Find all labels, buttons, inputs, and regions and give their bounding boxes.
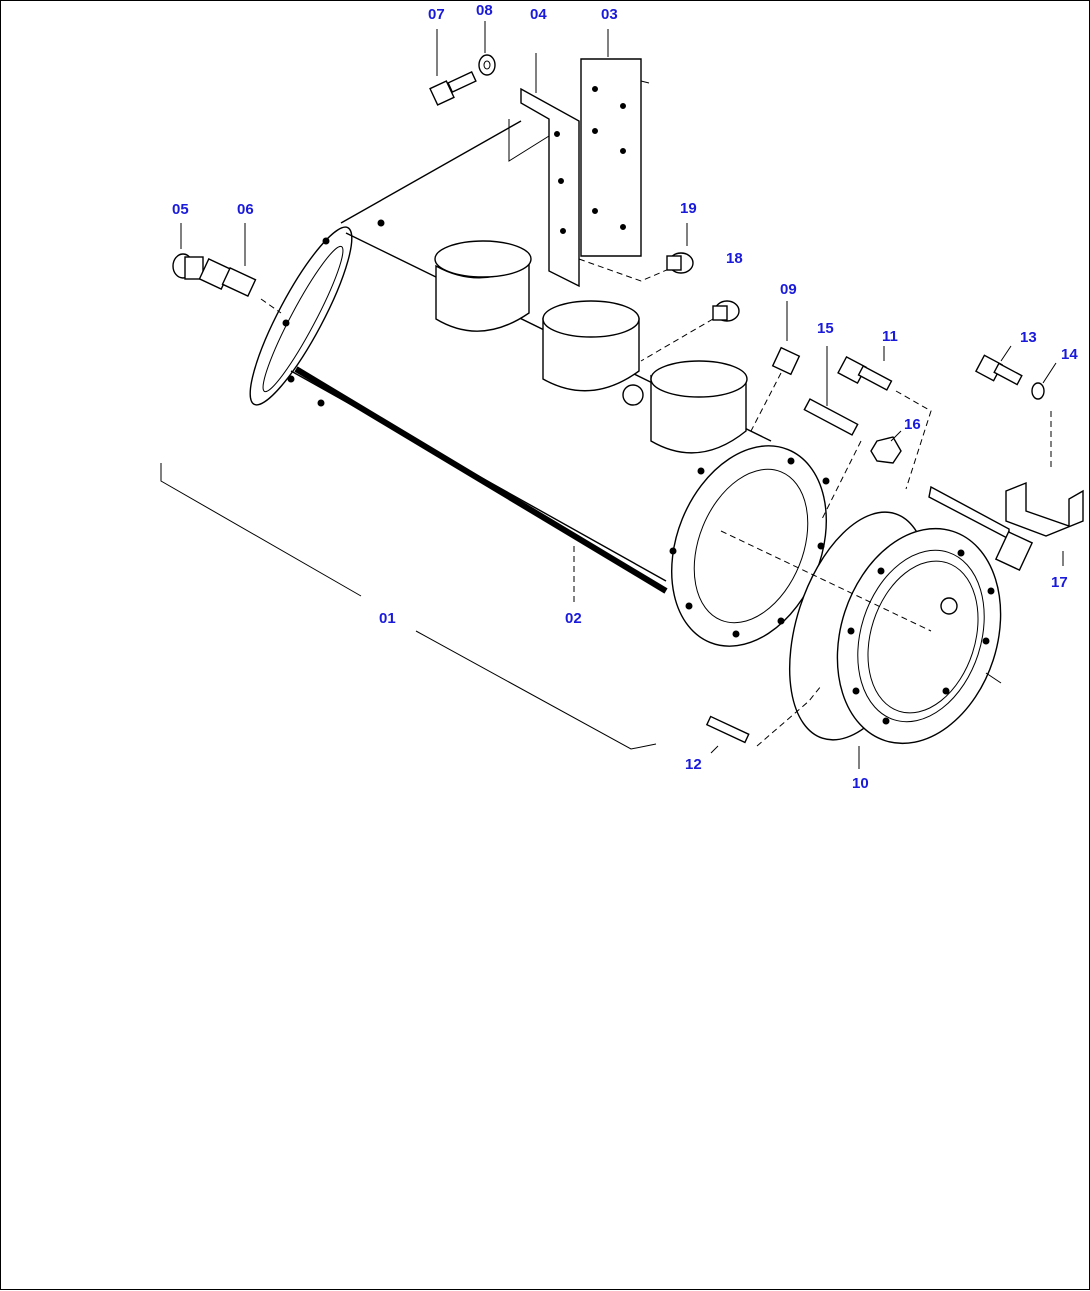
plug-18 <box>640 300 740 362</box>
bolt-11 <box>837 346 932 490</box>
plug-19 <box>666 223 694 274</box>
plug-05 <box>172 223 204 280</box>
callout-09: 09 <box>780 281 797 298</box>
callout-17: 17 <box>1051 574 1068 591</box>
clamp-band-2 <box>542 300 644 406</box>
callout-16: 16 <box>904 416 921 433</box>
center-axis <box>720 530 932 632</box>
plate-03 <box>578 29 670 282</box>
callout-11: 11 <box>882 328 898 345</box>
callout-04: 04 <box>530 6 547 23</box>
callout-08: 08 <box>476 2 493 19</box>
callout-06: 06 <box>237 201 254 218</box>
callout-19: 19 <box>680 200 697 217</box>
callout-14: 14 <box>1061 346 1078 363</box>
callout-07: 07 <box>428 6 445 23</box>
bracket-17 <box>1005 481 1084 566</box>
damper-10 <box>788 485 1034 769</box>
plate-04 <box>508 53 580 288</box>
washer-08 <box>478 21 496 76</box>
nut-16 <box>820 430 902 522</box>
assembly-bracket-01 <box>160 463 657 750</box>
callout-01: 01 <box>379 610 396 627</box>
washer-14 <box>1031 362 1057 471</box>
bolt-13 <box>974 345 1023 386</box>
callout-02: 02 <box>565 610 582 627</box>
sleeve-09 <box>750 301 801 432</box>
clamp-band-1 <box>434 240 532 332</box>
callout-05: 05 <box>172 201 189 218</box>
callout-18: 18 <box>726 250 743 267</box>
stud-15 <box>803 346 859 436</box>
clamp-band-3 <box>650 360 748 454</box>
callout-13: 13 <box>1020 329 1037 346</box>
bolt-07 <box>429 29 477 106</box>
pin-12 <box>705 685 822 754</box>
callout-12: 12 <box>685 756 702 773</box>
sensor-06 <box>198 223 282 314</box>
callout-15: 15 <box>817 320 834 337</box>
callout-10: 10 <box>852 775 869 792</box>
callout-03: 03 <box>601 6 618 23</box>
